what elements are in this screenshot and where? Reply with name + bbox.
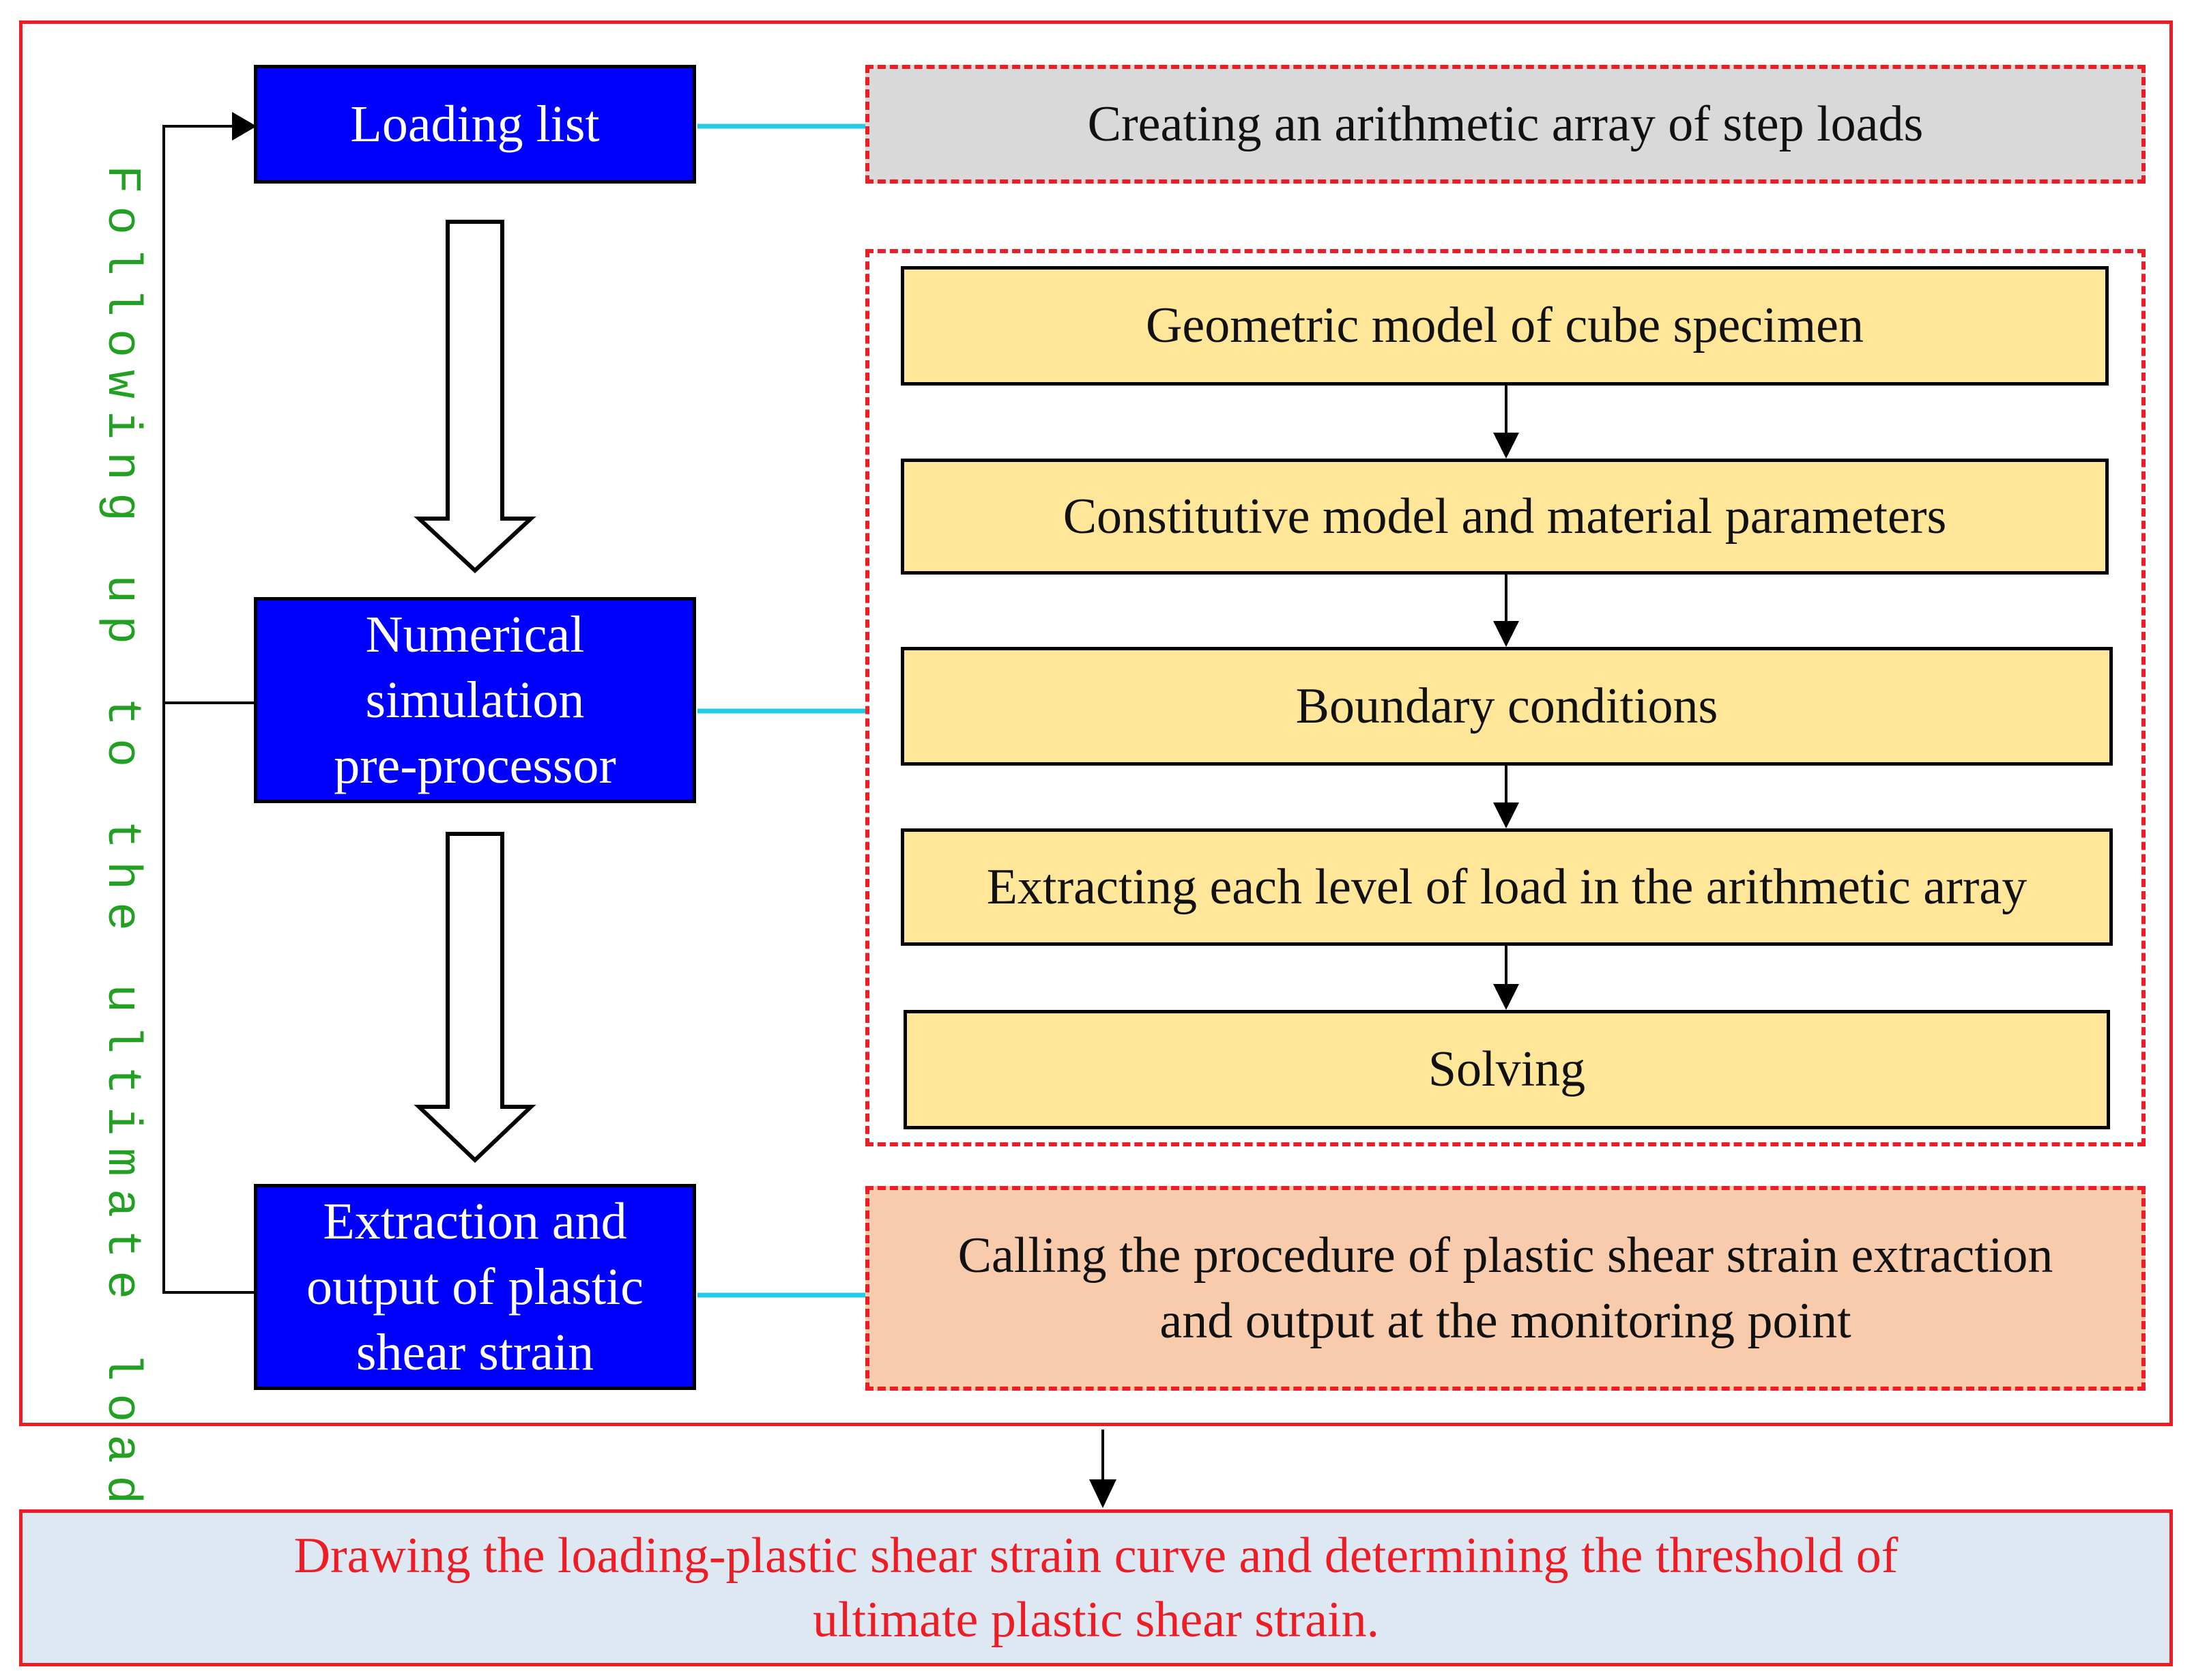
step-arrowhead-1 <box>1493 433 1519 459</box>
step-label-boundary: Boundary conditions <box>1295 678 1718 734</box>
extract-line-1: Extraction and <box>323 1193 627 1250</box>
step-arrowhead-2 <box>1493 621 1519 647</box>
final-line-2: ultimate plastic shear strain. <box>812 1592 1380 1648</box>
extraction-output-box: Extraction and output of plastic shear s… <box>254 1184 696 1390</box>
hollow-arrow-1 <box>414 220 536 574</box>
feedback-arrowhead <box>232 112 257 141</box>
step-label-constitutive: Constitutive model and material paramete… <box>1063 488 1947 545</box>
step-box-boundary: Boundary conditions <box>901 647 2113 766</box>
hollow-arrow-2 <box>414 832 536 1163</box>
step-box-solving: Solving <box>904 1010 2110 1129</box>
numsim-line-1: Numerical <box>365 606 585 663</box>
step-box-constitutive: Constitutive model and material paramete… <box>901 459 2109 575</box>
extract-line-3: shear strain <box>356 1324 594 1381</box>
arithmetic-array-label: Creating an arithmetic array of step loa… <box>1087 96 1924 152</box>
step-label-solving: Solving <box>1428 1041 1586 1097</box>
final-line-1: Drawing the loading-plastic shear strain… <box>293 1528 1899 1584</box>
feedback-loop-line <box>162 125 254 1294</box>
numsim-line-2: simulation <box>365 671 585 729</box>
loading-list-box: Loading list <box>254 65 696 184</box>
calling-line-2: and output at the monitoring point <box>1159 1293 1851 1349</box>
calling-procedure-box: Calling the procedure of plastic shear s… <box>865 1186 2146 1391</box>
side-label: Following up to the ultimate load <box>53 165 148 1516</box>
final-arrowhead <box>1089 1479 1116 1508</box>
step-arrowhead-3 <box>1493 802 1519 828</box>
outer-frame <box>19 20 2173 1426</box>
calling-line-1: Calling the procedure of plastic shear s… <box>957 1228 2053 1284</box>
side-label-text: Following up to the ultimate load <box>94 165 148 1517</box>
step-label-extracting: Extracting each level of load in the ari… <box>986 858 2027 915</box>
step-label-geometric: Geometric model of cube specimen <box>1145 298 1864 353</box>
step-box-geometric: Geometric model of cube specimen <box>901 266 2109 386</box>
extract-line-2: output of plastic <box>306 1258 644 1316</box>
step-arrowhead-4 <box>1493 984 1519 1010</box>
numerical-simulation-box: Numerical simulation pre-processor <box>254 597 696 803</box>
loading-list-label: Loading list <box>350 96 600 153</box>
numsim-line-3: pre-processor <box>334 737 616 794</box>
final-result-box: Drawing the loading-plastic shear strain… <box>19 1509 2173 1666</box>
arithmetic-array-box: Creating an arithmetic array of step loa… <box>865 65 2146 184</box>
steps-frame <box>865 249 2146 1146</box>
step-box-extracting: Extracting each level of load in the ari… <box>901 828 2113 946</box>
